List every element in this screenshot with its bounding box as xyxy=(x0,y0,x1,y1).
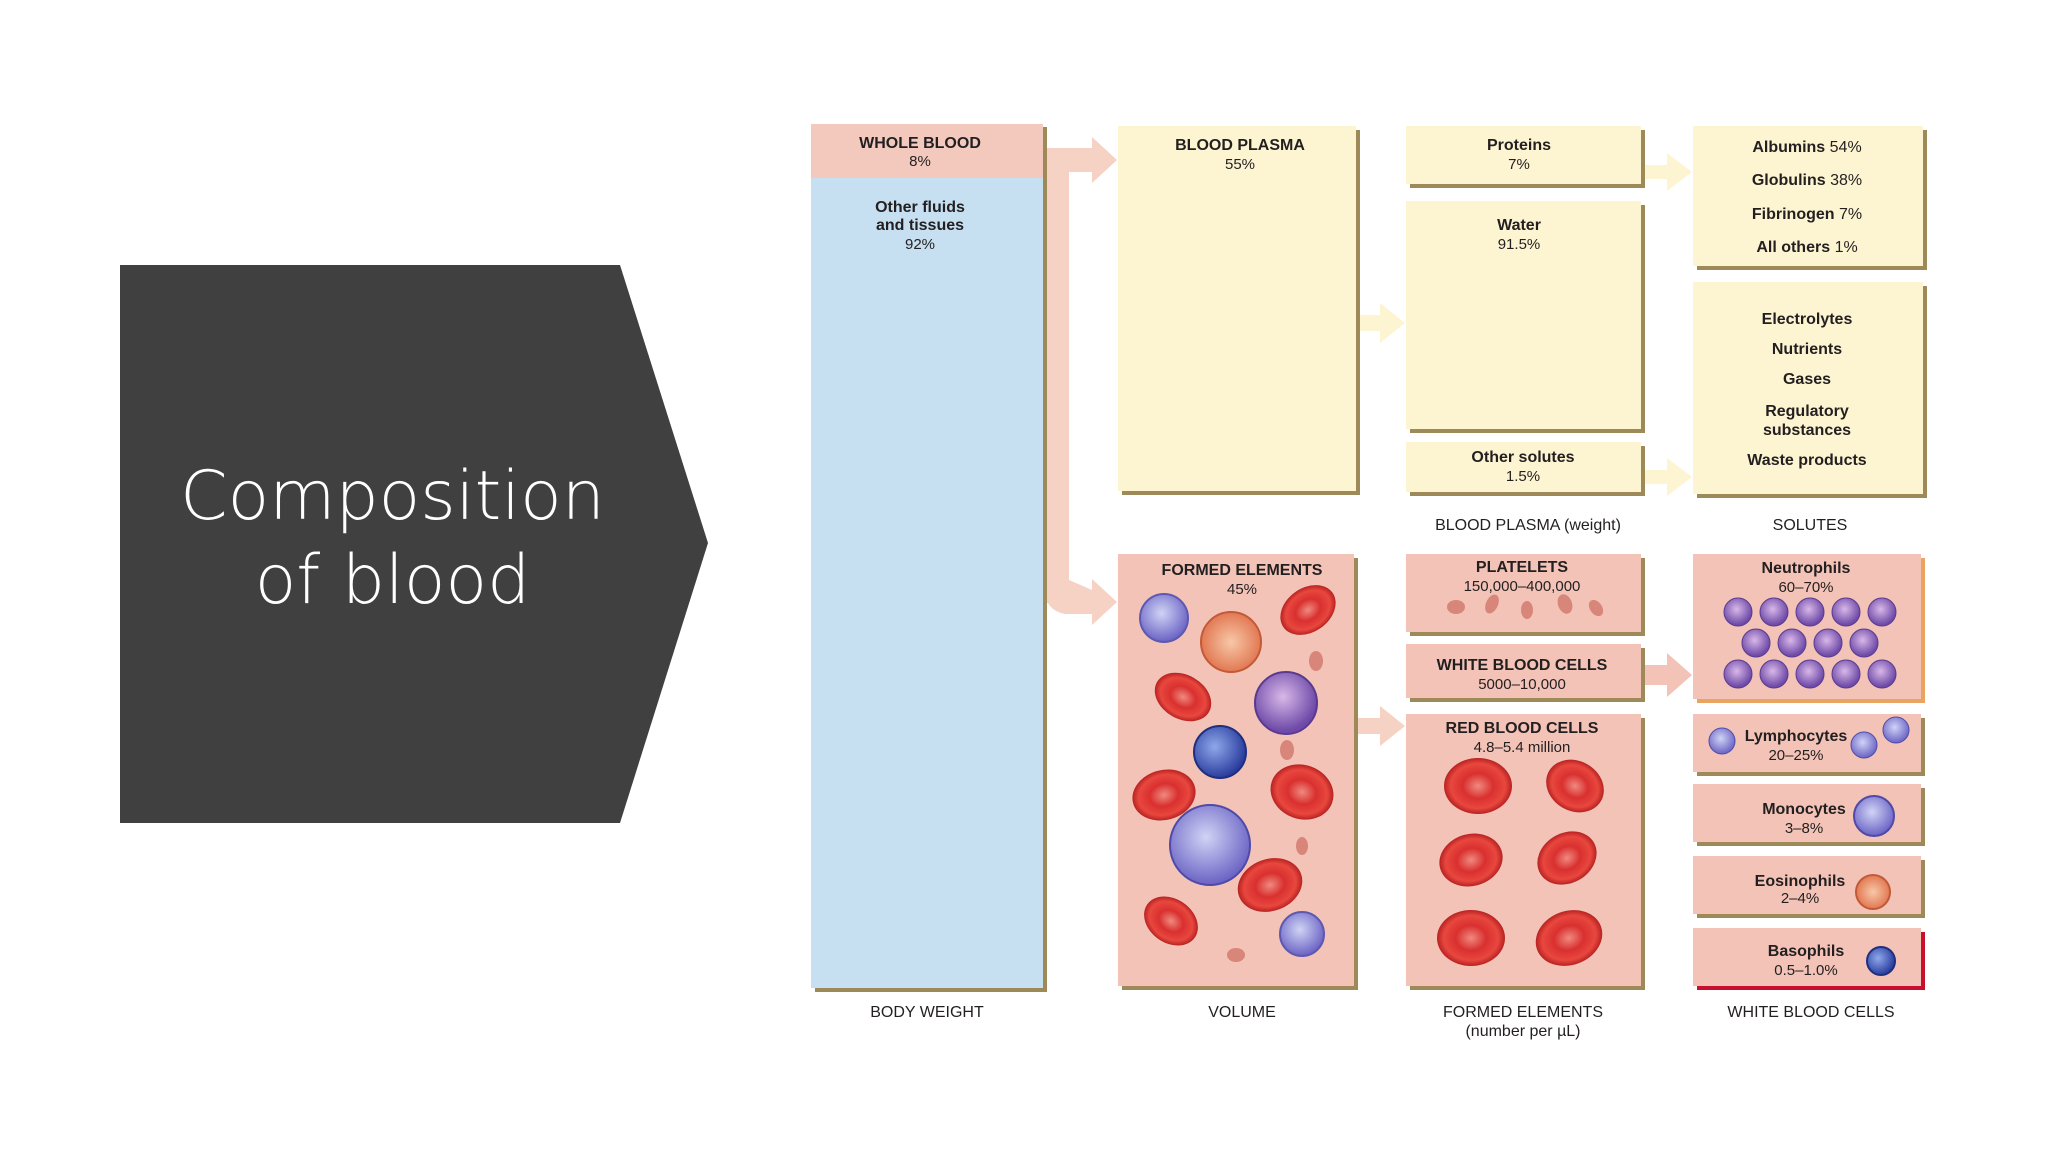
label-body-weight: BODY WEIGHT xyxy=(870,1004,984,1021)
neutrophils-illustration xyxy=(1723,597,1897,689)
other-solutes-box: Other solutes 1.5% xyxy=(1406,442,1645,496)
label-volume: VOLUME xyxy=(1208,1004,1276,1021)
platelets-value: 150,000–400,000 xyxy=(1464,578,1581,595)
protein-type-globulins: Globulins 38% xyxy=(1752,172,1862,189)
blood-plasma-box: BLOOD PLASMA 55% xyxy=(1118,126,1360,495)
formed-elements-cells-illustration xyxy=(1132,585,1336,962)
proteins-box: Proteins 7% xyxy=(1406,126,1645,188)
basophils-label: Basophils xyxy=(1768,943,1845,960)
column-labels: BODY WEIGHT VOLUME FORMED ELEMENTS (numb… xyxy=(870,517,1894,1040)
eosinophils-value: 2–4% xyxy=(1781,890,1819,907)
basophil-cell-illustration xyxy=(1866,946,1896,976)
other-fluids-line1: Other fluids xyxy=(875,199,965,216)
eosinophil-cell-illustration xyxy=(1855,874,1891,910)
blood-plasma-label: BLOOD PLASMA xyxy=(1175,137,1305,154)
neutrophils-label: Neutrophils xyxy=(1762,560,1851,577)
solutes-box: Electrolytes Nutrients Gases Regulatory … xyxy=(1693,282,1927,498)
proteins-label: Proteins xyxy=(1487,137,1551,154)
lymphocyte-cells-illustration xyxy=(1708,716,1910,759)
eosinophils-label: Eosinophils xyxy=(1755,873,1846,890)
slide-title: Composition of blood xyxy=(120,455,665,623)
rbc-illustration xyxy=(1437,758,1604,966)
water-value: 91.5% xyxy=(1498,236,1541,253)
platelets-box: PLATELETS 150,000–400,000 xyxy=(1406,554,1645,636)
other-solutes-label: Other solutes xyxy=(1471,449,1574,466)
protein-types-box: Albumins 54% Globulins 38% Fibrinogen 7%… xyxy=(1693,126,1927,270)
proteins-value: 7% xyxy=(1508,156,1530,173)
albumins-name: Albumins xyxy=(1752,139,1825,156)
water-box: Water 91.5% xyxy=(1406,201,1645,433)
rbc-value: 4.8–5.4 million xyxy=(1474,739,1571,756)
protein-type-others: All others 1% xyxy=(1756,239,1857,256)
fibrinogen-name: Fibrinogen xyxy=(1752,206,1835,223)
monocytes-value: 3–8% xyxy=(1785,820,1823,837)
rbc-label: RED BLOOD CELLS xyxy=(1446,720,1599,737)
lymphocytes-value: 20–25% xyxy=(1768,747,1823,764)
wbc-value: 5000–10,000 xyxy=(1478,676,1566,693)
wbc-box: WHITE BLOOD CELLS 5000–10,000 xyxy=(1406,644,1645,702)
label-blood-plasma-weight: BLOOD PLASMA (weight) xyxy=(1435,517,1621,534)
slide-title-line2: of blood xyxy=(254,541,531,620)
globulins-name: Globulins xyxy=(1752,172,1826,189)
solute-nutrients: Nutrients xyxy=(1772,341,1842,358)
others-name: All others xyxy=(1756,239,1830,256)
basophils-value: 0.5–1.0% xyxy=(1774,962,1837,979)
solute-regulatory-2: substances xyxy=(1763,422,1851,439)
other-solutes-value: 1.5% xyxy=(1506,468,1540,485)
protein-type-fibrinogen: Fibrinogen 7% xyxy=(1752,206,1862,223)
body-weight-column: WHOLE BLOOD 8% Other fluids and tissues … xyxy=(811,124,1047,992)
neutrophils-value: 60–70% xyxy=(1778,579,1833,596)
label-number-per-ul: (number per µL) xyxy=(1465,1023,1580,1040)
blood-plasma-value: 55% xyxy=(1225,156,1255,173)
slide-title-line1: Composition xyxy=(180,457,605,536)
others-value: 1% xyxy=(1835,239,1858,256)
protein-type-albumins: Albumins 54% xyxy=(1752,139,1861,156)
solute-electrolytes: Electrolytes xyxy=(1762,311,1853,328)
whole-blood-label: WHOLE BLOOD xyxy=(859,135,981,152)
globulins-value: 38% xyxy=(1830,172,1862,189)
formed-elements-value: 45% xyxy=(1227,581,1257,598)
label-formed-elements: FORMED ELEMENTS xyxy=(1443,1004,1603,1021)
monocytes-label: Monocytes xyxy=(1762,801,1846,818)
fibrinogen-value: 7% xyxy=(1839,206,1862,223)
other-fluids-line2: and tissues xyxy=(876,217,964,234)
water-label: Water xyxy=(1497,217,1541,234)
monocyte-cell-illustration xyxy=(1853,795,1895,837)
wbc-label: WHITE BLOOD CELLS xyxy=(1437,657,1608,674)
label-white-blood-cells: WHITE BLOOD CELLS xyxy=(1727,1004,1894,1021)
solute-waste: Waste products xyxy=(1747,452,1867,469)
formed-elements-label: FORMED ELEMENTS xyxy=(1162,562,1323,579)
whole-blood-value: 8% xyxy=(909,153,931,170)
solute-regulatory-1: Regulatory xyxy=(1765,403,1849,420)
solute-gases: Gases xyxy=(1783,371,1831,388)
albumins-value: 54% xyxy=(1830,139,1862,156)
lymphocytes-label: Lymphocytes xyxy=(1745,728,1848,745)
platelets-illustration xyxy=(1447,594,1604,619)
platelets-label: PLATELETS xyxy=(1476,559,1568,576)
other-fluids-value: 92% xyxy=(905,236,935,253)
arrow-connectors xyxy=(1045,137,1692,746)
label-solutes: SOLUTES xyxy=(1773,517,1848,534)
